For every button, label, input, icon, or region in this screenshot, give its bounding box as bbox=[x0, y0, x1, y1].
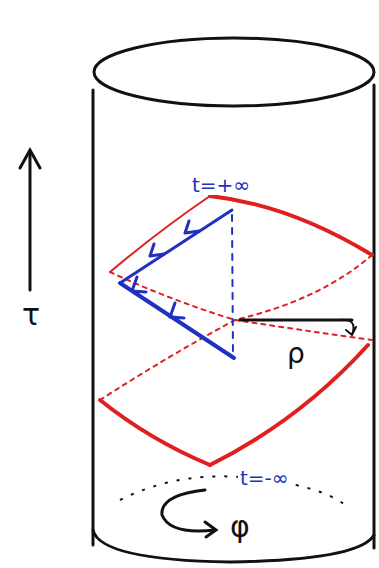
boundary-back bbox=[235, 255, 372, 320]
axis-label: τ bbox=[20, 300, 42, 330]
cylinder-top bbox=[94, 38, 374, 106]
boundary-back bbox=[100, 320, 235, 400]
time-label: t=-∞ bbox=[238, 468, 290, 488]
arrowhead bbox=[150, 244, 164, 256]
radius-arrow bbox=[340, 320, 356, 335]
boundary-curve bbox=[210, 196, 372, 255]
arrowhead bbox=[205, 522, 216, 537]
arrowhead bbox=[132, 277, 146, 292]
boundary-curve bbox=[100, 400, 210, 465]
axis-dashed bbox=[232, 215, 233, 355]
radius-line bbox=[240, 319, 352, 322]
boundary-back bbox=[110, 272, 235, 320]
angle-label: φ bbox=[228, 512, 252, 542]
arrowhead bbox=[185, 221, 199, 233]
time-arrow bbox=[29, 152, 32, 290]
boundary-back bbox=[235, 320, 372, 340]
worldline bbox=[120, 210, 232, 283]
arrowhead bbox=[20, 150, 40, 168]
worldline bbox=[120, 283, 234, 358]
radius-label: ρ bbox=[285, 340, 307, 368]
time-label: t=+∞ bbox=[190, 175, 252, 195]
arrowhead bbox=[170, 303, 184, 318]
cylinder-side bbox=[92, 90, 95, 545]
cylinder-back bbox=[120, 476, 345, 505]
cylinder-side bbox=[373, 85, 376, 548]
